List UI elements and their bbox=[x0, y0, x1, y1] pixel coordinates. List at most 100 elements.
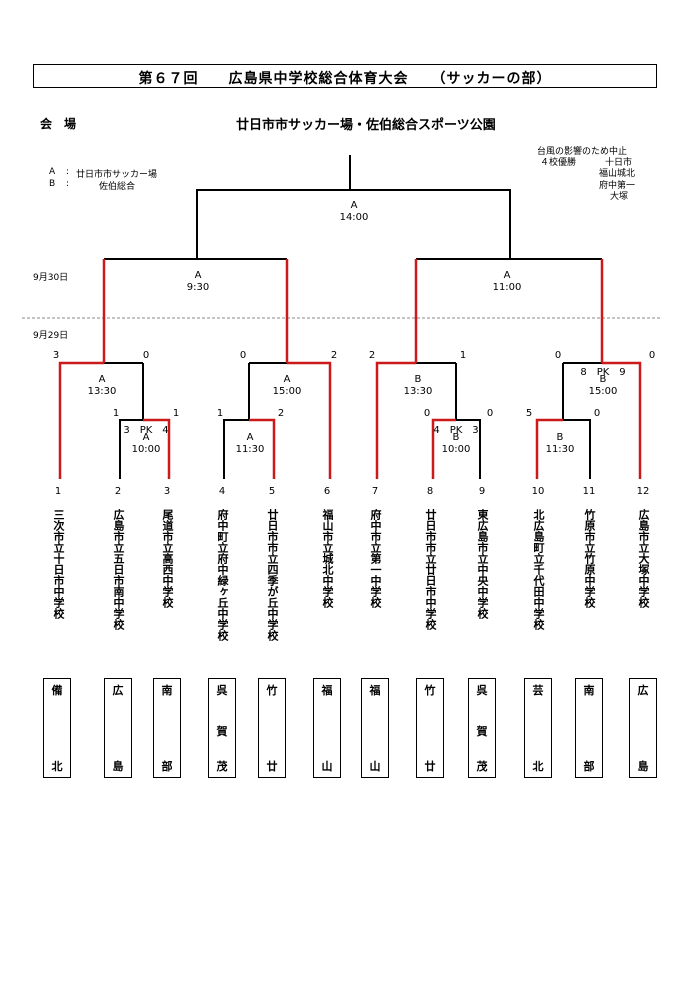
team-name-5: 廿日市市立四季が丘中学校 bbox=[266, 509, 279, 641]
notice-winner-4: 大塚 bbox=[610, 192, 629, 202]
title-box: 第６７回 広島県中学校総合体育大会 （サッカーの部） bbox=[33, 64, 657, 88]
seed-7: 7 bbox=[371, 486, 379, 497]
date-day1: 9月29日 bbox=[33, 331, 69, 341]
qf4-venue: B bbox=[599, 374, 607, 385]
venue-code-b-sep: : bbox=[66, 179, 70, 189]
venue-code-b: B bbox=[49, 179, 56, 189]
qf2-time: 15:00 bbox=[272, 386, 302, 397]
seed-10: 10 bbox=[531, 486, 545, 497]
team-name-3: 尾道市立高西中学校 bbox=[161, 509, 174, 608]
semi-right-label: A 11:00 bbox=[493, 270, 522, 294]
r1-3-right bbox=[456, 419, 481, 479]
seed-8: 8 bbox=[426, 486, 434, 497]
r1-3-time: 10:00 bbox=[441, 444, 471, 455]
region-5-top: 竹 bbox=[266, 684, 278, 697]
venue-label: 会 場 bbox=[40, 117, 77, 131]
r1-4-label: B 11:30 bbox=[546, 432, 575, 456]
region-10-bottom: 北 bbox=[532, 760, 544, 773]
qf3-time: 13:30 bbox=[403, 386, 433, 397]
venue-code-a: A bbox=[49, 167, 56, 177]
seed-12: 12 bbox=[636, 486, 650, 497]
venue-code-a-sep: : bbox=[66, 167, 70, 177]
semi-left-time: 9:30 bbox=[186, 282, 210, 293]
venue-code-b-name: 佐伯総合 bbox=[99, 182, 136, 192]
r1-2-score-right: 2 bbox=[277, 408, 285, 419]
region-12-bottom: 島 bbox=[637, 760, 649, 773]
r1-1-score-left: 1 bbox=[112, 408, 120, 419]
r1-1-venue: A bbox=[142, 432, 150, 443]
region-4-top: 呉 bbox=[216, 684, 228, 697]
r1-2-score-left: 1 bbox=[216, 408, 224, 419]
team-name-11: 竹原市立竹原中学校 bbox=[583, 509, 596, 608]
team-name-4: 府中町立府中緑ヶ丘中学校 bbox=[216, 509, 229, 641]
qf1-label: A 13:30 bbox=[88, 374, 117, 398]
qf4-label: B 15:00 bbox=[589, 374, 618, 398]
r1-4-red bbox=[535, 418, 563, 479]
region-8-bottom: 廿 bbox=[424, 760, 436, 773]
r1-4-time: 11:30 bbox=[545, 444, 575, 455]
team-name-10: 北広島町立千代田中学校 bbox=[532, 509, 545, 630]
notice-line1: 台風の影響のため中止 bbox=[537, 147, 628, 157]
venue-names: 廿日市市サッカー場・佐伯総合スポーツ公園 bbox=[236, 118, 496, 133]
region-box-7: 福 山 bbox=[361, 678, 389, 778]
team-name-6: 福山市立城北中学校 bbox=[321, 509, 334, 608]
r1-3-label: B 10:00 bbox=[442, 432, 471, 456]
final-label: A 14:00 bbox=[340, 200, 369, 224]
final-time: 14:00 bbox=[339, 212, 369, 223]
region-4-bottom: 茂 bbox=[216, 760, 228, 773]
team-name-2: 広島市立五日市南中学校 bbox=[112, 509, 125, 630]
r1-3-score-left: 0 bbox=[423, 408, 431, 419]
qf2-score-right: 2 bbox=[330, 350, 338, 361]
red-lines bbox=[58, 259, 642, 479]
seed-2: 2 bbox=[114, 486, 122, 497]
team-name-7: 府中市立第一中学校 bbox=[369, 509, 382, 608]
r1-2-label: A 11:30 bbox=[236, 432, 265, 456]
region-box-5: 竹 廿 bbox=[258, 678, 286, 778]
region-11-bottom: 部 bbox=[583, 760, 595, 773]
qf3-score-left: 2 bbox=[368, 350, 376, 361]
r1-3-red bbox=[431, 418, 456, 479]
seed-4: 4 bbox=[218, 486, 226, 497]
region-box-11: 南 部 bbox=[575, 678, 603, 778]
r1-2-left bbox=[223, 419, 249, 479]
region-box-10: 芸 北 bbox=[524, 678, 552, 778]
seed-6: 6 bbox=[323, 486, 331, 497]
r1-1-red bbox=[143, 418, 171, 479]
region-box-12: 広 島 bbox=[629, 678, 657, 778]
qf1-score-right: 0 bbox=[142, 350, 150, 361]
region-9-mid: 賀 bbox=[476, 725, 488, 738]
seed-3: 3 bbox=[163, 486, 171, 497]
region-9-bottom: 茂 bbox=[476, 760, 488, 773]
region-9-top: 呉 bbox=[476, 684, 488, 697]
r1-4-right bbox=[563, 419, 591, 479]
region-2-top: 広 bbox=[112, 684, 124, 697]
page-title: 第６７回 広島県中学校総合体育大会 （サッカーの部） bbox=[138, 71, 552, 87]
region-3-bottom: 部 bbox=[161, 760, 173, 773]
region-box-8: 竹 廿 bbox=[416, 678, 444, 778]
region-1-top: 備 bbox=[51, 684, 63, 697]
qf1-red bbox=[58, 361, 104, 479]
r1-2-venue: A bbox=[246, 432, 254, 443]
region-7-bottom: 山 bbox=[369, 760, 381, 773]
qf4-score-left: 0 bbox=[554, 350, 562, 361]
semi-right-time: 11:00 bbox=[492, 282, 522, 293]
semi-right-venue: A bbox=[503, 270, 511, 281]
qf4-score-right: 0 bbox=[648, 350, 656, 361]
qf3-venue: B bbox=[414, 374, 422, 385]
region-6-top: 福 bbox=[321, 684, 333, 697]
qf1-time: 13:30 bbox=[87, 386, 117, 397]
seed-11: 11 bbox=[582, 486, 596, 497]
team-name-8: 廿日市市立廿日市中学校 bbox=[424, 509, 437, 630]
qf1-venue: A bbox=[98, 374, 106, 385]
r1-3-score-right: 0 bbox=[486, 408, 494, 419]
r1-1-pk: 3 PK 4 bbox=[123, 425, 169, 436]
region-box-9: 呉 賀 茂 bbox=[468, 678, 496, 778]
seed-5: 5 bbox=[268, 486, 276, 497]
notice-winner-1: 十日市 bbox=[605, 158, 633, 168]
black-lines bbox=[104, 155, 602, 479]
r1-4-score-left: 5 bbox=[525, 408, 533, 419]
region-5-bottom: 廿 bbox=[266, 760, 278, 773]
qf2-score-left: 0 bbox=[239, 350, 247, 361]
qf3-score-right: 1 bbox=[459, 350, 467, 361]
